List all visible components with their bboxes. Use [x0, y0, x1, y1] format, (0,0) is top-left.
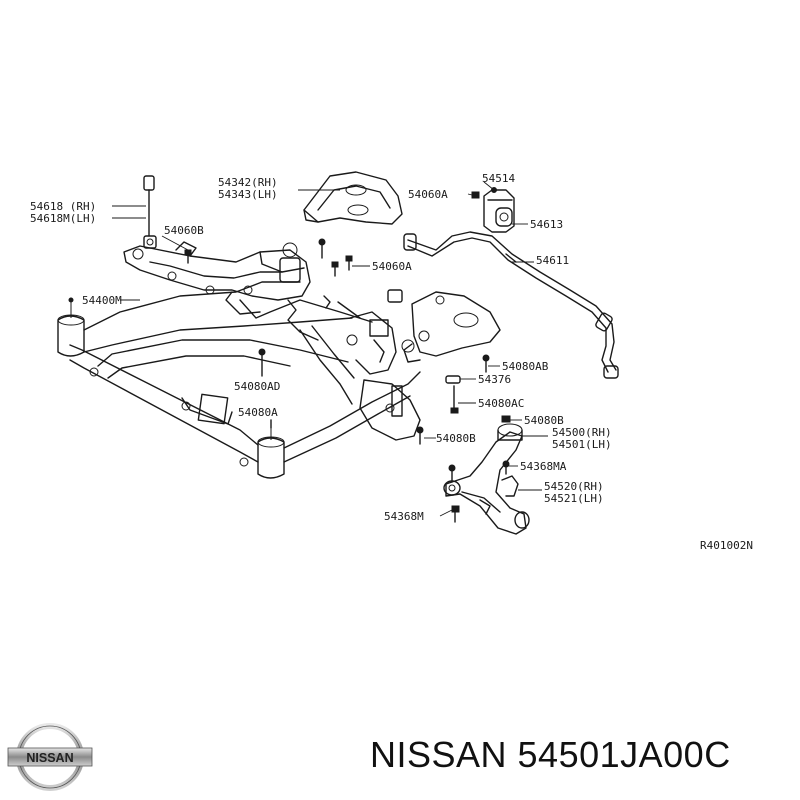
leader-lines [112, 181, 548, 517]
front-suspension-member [57, 241, 421, 479]
cushion-block [387, 289, 403, 303]
label-54368m: 54368M [384, 510, 424, 523]
label-54521: 54521(LH) [544, 492, 604, 505]
nissan-logo-icon: NISSAN [7, 723, 93, 791]
label-54080a: 54080A [238, 406, 278, 419]
label-54060b: 54060B [164, 224, 204, 237]
logo-text: NISSAN [26, 751, 73, 765]
label-54343: 54343(LH) [218, 188, 278, 201]
label-54501: 54501(LH) [552, 438, 612, 451]
label-54080b-top: 54080B [524, 414, 564, 427]
callout-labels: 54618 (RH) 54618M(LH) 54060B 54342(RH) 5… [30, 172, 753, 552]
label-54080ab: 54080AB [502, 360, 549, 373]
label-54080ad: 54080AD [234, 380, 280, 393]
bracket-rh-lower [403, 291, 501, 363]
label-54611: 54611 [536, 254, 569, 267]
lower-control-arm [443, 423, 530, 535]
label-54060a-mid: 54060A [372, 260, 412, 273]
reference-code: R401002N [700, 539, 753, 552]
bolt-54080ab [482, 354, 490, 373]
part-title: NISSAN 54501JA00C [370, 734, 731, 775]
label-54080b-left: 54080B [436, 432, 476, 445]
label-54618: 54618 (RH) [30, 200, 96, 213]
bolt-54368ma [502, 460, 510, 475]
bolt-54080ac [450, 385, 459, 414]
bolt-54060a-mid [331, 255, 353, 277]
washer-54376 [445, 375, 461, 384]
label-54520: 54520(RH) [544, 480, 604, 493]
bolt-54060a-top [318, 238, 326, 259]
label-54060a-top: 54060A [408, 188, 448, 201]
label-54400m: 54400M [82, 294, 122, 307]
label-54342: 54342(RH) [218, 176, 278, 189]
nut-54060a-clamp [471, 191, 480, 199]
label-54500: 54500(RH) [552, 426, 612, 439]
stabilizer-bushing-clamp [483, 187, 515, 233]
label-54613: 54613 [530, 218, 563, 231]
bolt-54080b-left [416, 426, 424, 445]
label-54368ma: 54368MA [520, 460, 567, 473]
stabilizer-bar [403, 231, 619, 379]
stabilizer-link [143, 175, 157, 249]
label-54080ac: 54080AC [478, 397, 524, 410]
label-54376: 54376 [478, 373, 511, 386]
bolt-54368m [448, 464, 460, 523]
bracket-54342 [303, 171, 403, 225]
bolt-54080b-right [501, 415, 511, 423]
label-54514: 54514 [482, 172, 515, 185]
bolt-54080ad [258, 348, 266, 377]
label-54618m: 54618M(LH) [30, 212, 96, 225]
